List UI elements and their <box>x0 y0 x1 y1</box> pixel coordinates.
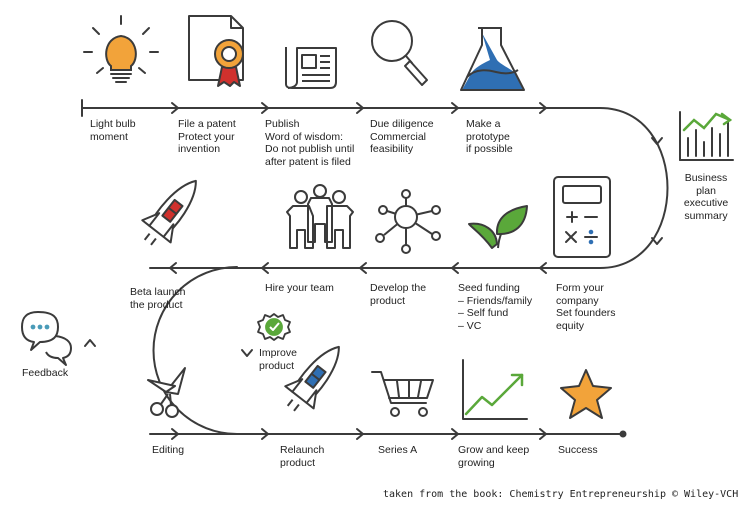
arrow-16 <box>261 428 269 440</box>
label-success: Success <box>558 444 598 456</box>
label-prototype: Make a prototype if possible <box>466 118 513 155</box>
label-form-company: Form your company Set founders equity <box>556 282 616 332</box>
rocket-icon <box>141 179 197 246</box>
label-publish: Publish Word of wisdom: Do not publish u… <box>265 118 355 168</box>
business-plan-chart-icon <box>679 111 734 161</box>
seedling-icon <box>468 205 528 249</box>
label-feedback: Feedback <box>22 367 69 379</box>
label-develop-product: Develop the product <box>370 282 427 307</box>
shopping-cart-icon <box>371 371 434 417</box>
flask-icon <box>460 27 525 91</box>
label-business-plan: Business plan executive summary <box>683 172 729 222</box>
star-icon <box>560 369 612 419</box>
arrow-6 <box>651 137 663 145</box>
label-due-diligence: Due diligence Commercial feasibility <box>370 118 434 155</box>
path-end-dot <box>619 430 627 438</box>
arrow-19 <box>539 428 547 440</box>
arrow-9 <box>451 262 459 274</box>
label-improve-product: Improve product <box>259 347 297 372</box>
label-file-patent: File a patent Protect your invention <box>178 118 236 155</box>
arrow-4 <box>451 102 459 114</box>
arrow-14 <box>241 349 253 357</box>
arrow-5 <box>539 102 547 114</box>
path-row-2-circle <box>152 266 238 435</box>
scissors-icon <box>147 367 186 418</box>
magnifier-icon <box>371 20 428 86</box>
arrow-17 <box>356 428 364 440</box>
label-series-a: Series A <box>378 444 418 456</box>
arrow-2 <box>261 102 269 114</box>
arrow-12 <box>169 262 177 274</box>
label-editing: Editing <box>152 444 185 456</box>
arrow-13 <box>84 339 96 347</box>
arrow-18 <box>451 428 459 440</box>
label-light-bulb-moment: Light bulb moment <box>90 118 136 143</box>
arrow-1 <box>171 102 179 114</box>
arrow-10 <box>359 262 367 274</box>
check-badge-icon <box>257 313 291 341</box>
path-row-1 <box>81 99 669 269</box>
growth-chart-icon <box>462 359 528 420</box>
network-icon <box>375 189 441 254</box>
light-bulb-icon <box>83 15 159 83</box>
label-grow: Grow and keep growing <box>458 444 530 469</box>
label-seed-funding: Seed funding – Friends/family – Self fun… <box>458 282 533 332</box>
credit-line: taken from the book: Chemistry Entrepren… <box>383 489 739 500</box>
relaunch-rocket-icon <box>284 345 340 412</box>
label-beta-launch: Beta launch the product <box>130 286 186 311</box>
arrow-11 <box>261 262 269 274</box>
label-hire-team: Hire your team <box>265 282 334 294</box>
patent-document-icon <box>188 15 244 87</box>
newspaper-icon <box>285 47 337 89</box>
label-relaunch: Relaunch product <box>280 444 325 469</box>
arrow-15 <box>171 428 179 440</box>
arrow-8 <box>539 262 547 274</box>
team-icon <box>286 184 354 249</box>
arrow-3 <box>356 102 364 114</box>
chat-bubbles-icon <box>21 311 72 366</box>
arrow-7 <box>651 237 663 245</box>
calculator-icon <box>553 176 611 258</box>
